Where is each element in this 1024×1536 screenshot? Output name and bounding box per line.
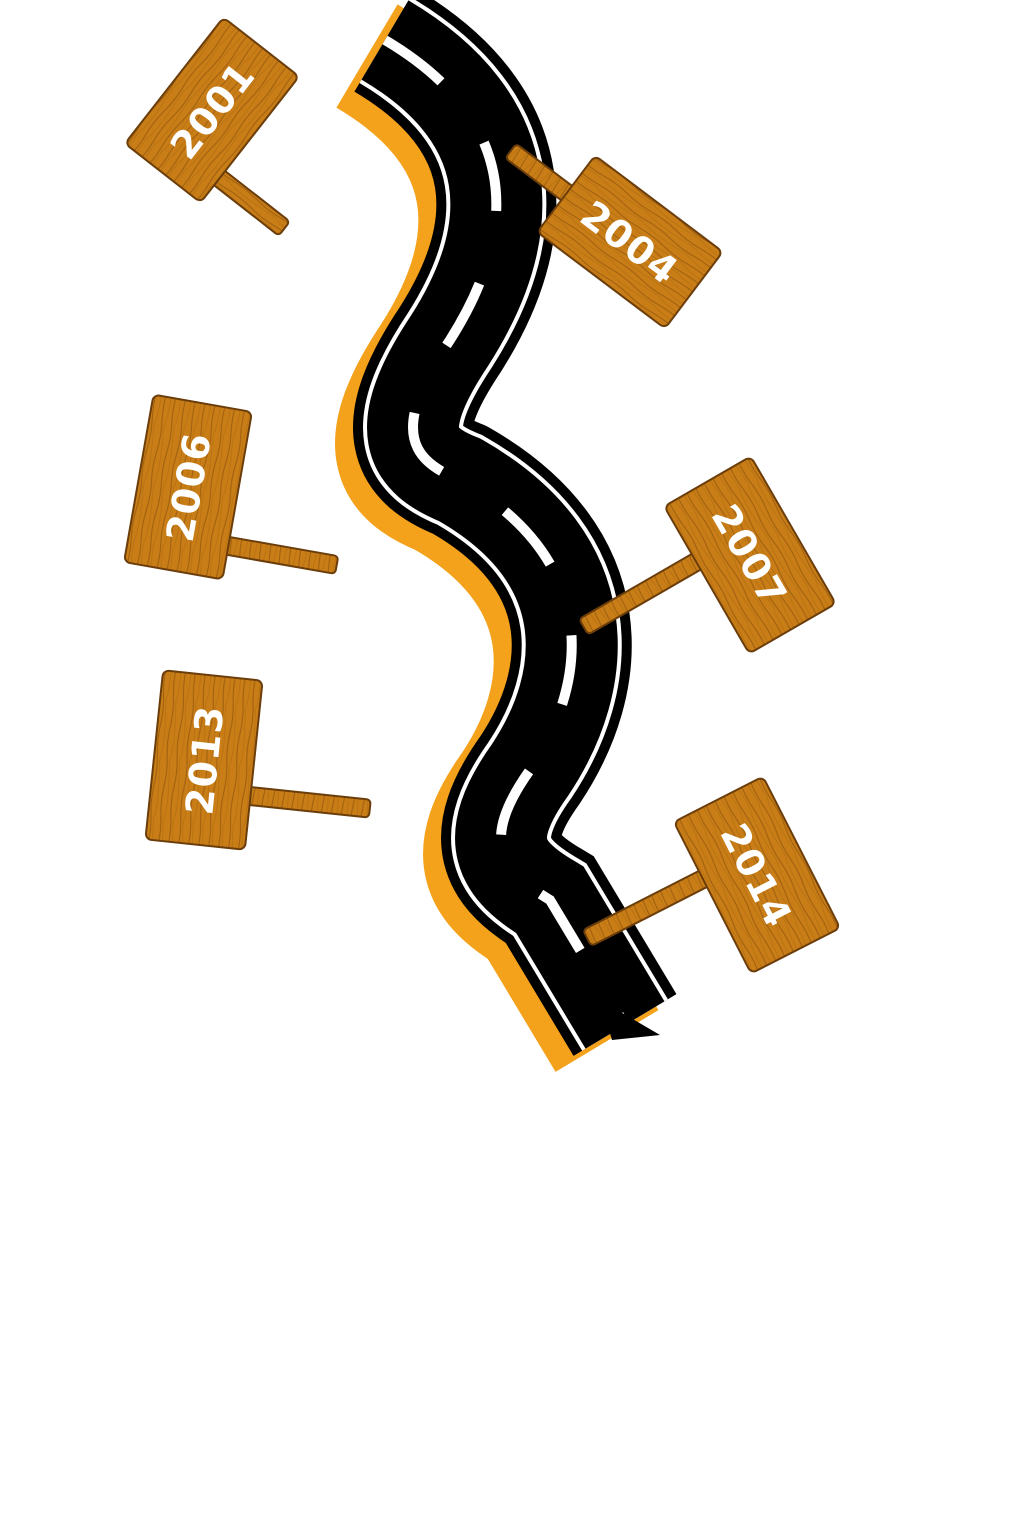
sign-2001: 2001 xyxy=(126,18,298,236)
sign-board xyxy=(665,457,835,653)
sign-board xyxy=(538,156,722,328)
sign-2014: 2014 xyxy=(583,777,840,973)
arrow-head-icon xyxy=(600,1000,660,1040)
road-center-dashes xyxy=(382,35,630,1028)
sign-board xyxy=(144,669,264,851)
sign-board xyxy=(674,777,840,973)
sign-board xyxy=(123,394,253,580)
sign-2007: 2007 xyxy=(579,457,835,653)
sign-board xyxy=(126,18,298,202)
sign-2004: 2004 xyxy=(505,144,722,328)
sign-2006: 2006 xyxy=(123,394,339,580)
sign-2013: 2013 xyxy=(144,669,372,851)
winding-road xyxy=(335,0,677,1072)
